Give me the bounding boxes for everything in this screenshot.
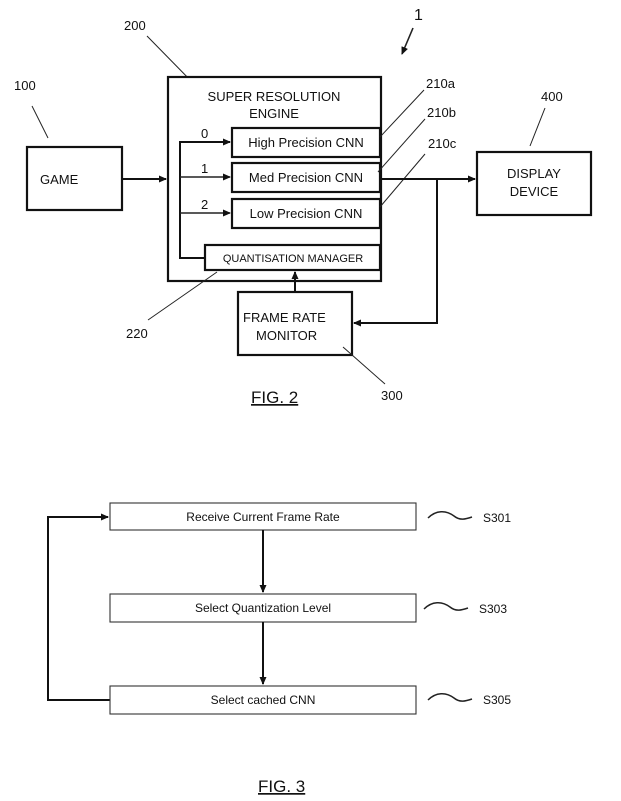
step-s303-ref: S303 bbox=[479, 602, 507, 616]
game-label: GAME bbox=[40, 172, 79, 187]
display-ref-label: 400 bbox=[541, 89, 563, 104]
engine-ref-label: 200 bbox=[124, 18, 146, 33]
step-s303-box bbox=[109, 593, 417, 623]
engine-label-line1: SUPER RESOLUTION bbox=[208, 89, 341, 104]
quant-manager-leader-line bbox=[147, 271, 218, 321]
loop-back-arrow bbox=[47, 513, 110, 701]
display-leader-line bbox=[529, 107, 546, 147]
step-s303-tilde bbox=[423, 602, 469, 611]
branch-2-index: 2 bbox=[201, 197, 208, 212]
figure-3-caption: FIG. 3 bbox=[258, 777, 305, 796]
step-s305-ref: S305 bbox=[483, 693, 511, 707]
step-s305-tilde bbox=[427, 693, 473, 702]
frame-rate-monitor-box bbox=[236, 290, 354, 357]
game-ref-label: 100 bbox=[14, 78, 36, 93]
high-precision-cnn-box bbox=[230, 126, 382, 159]
figure-3: Receive Current Frame Rate S301 Select Q… bbox=[47, 502, 511, 796]
low-precision-cnn-label: Low Precision CNN bbox=[250, 206, 363, 221]
branch-0-index: 0 bbox=[201, 126, 208, 141]
med-precision-cnn-label: Med Precision CNN bbox=[249, 170, 363, 185]
feedback-to-monitor-arrow bbox=[353, 179, 438, 327]
display-label-line2: DEVICE bbox=[510, 184, 559, 199]
cnn-c-ref-label: 210c bbox=[428, 136, 457, 151]
step-s301-tilde bbox=[427, 511, 473, 520]
frame-rate-monitor-label-line2: MONITOR bbox=[256, 328, 317, 343]
system-ref-label: 1 bbox=[414, 7, 423, 24]
high-precision-cnn-label: High Precision CNN bbox=[248, 135, 364, 150]
figure-2: 1 100 GAME 200 SUPER RESOLUTION ENGINE 0… bbox=[14, 7, 593, 407]
quant-manager-ref-label: 220 bbox=[126, 326, 148, 341]
system-ref-arrow bbox=[401, 27, 414, 55]
low-precision-cnn-box bbox=[230, 197, 382, 230]
cnn-b-ref-label: 210b bbox=[427, 105, 456, 120]
step-s303-label: Select Quantization Level bbox=[195, 601, 331, 615]
step-s301-ref: S301 bbox=[483, 511, 511, 525]
display-label-line1: DISPLAY bbox=[507, 166, 561, 181]
cnn-b-leader-line bbox=[377, 118, 426, 173]
cnn-c-leader-line bbox=[379, 153, 426, 208]
quantisation-manager-box bbox=[203, 243, 382, 272]
engine-label-line2: ENGINE bbox=[249, 106, 299, 121]
med-precision-cnn-box bbox=[230, 161, 382, 194]
frame-rate-monitor-leader-line bbox=[342, 346, 386, 385]
quantisation-manager-label: QUANTISATION MANAGER bbox=[223, 253, 363, 265]
game-leader-line bbox=[31, 105, 49, 139]
step-s305-box bbox=[109, 685, 417, 715]
cnn-a-leader-line bbox=[379, 89, 425, 138]
frame-rate-monitor-label-line1: FRAME RATE bbox=[243, 310, 326, 325]
cnn-a-ref-label: 210a bbox=[426, 76, 456, 91]
step-s305-label: Select cached CNN bbox=[211, 693, 316, 707]
step-s301-box bbox=[109, 502, 417, 531]
step-s301-label: Receive Current Frame Rate bbox=[186, 510, 340, 524]
branch-1-index: 1 bbox=[201, 161, 208, 176]
frame-rate-monitor-ref-label: 300 bbox=[381, 388, 403, 403]
display-device-box bbox=[475, 150, 593, 217]
figure-2-caption: FIG. 2 bbox=[251, 388, 298, 407]
game-box bbox=[25, 145, 124, 212]
